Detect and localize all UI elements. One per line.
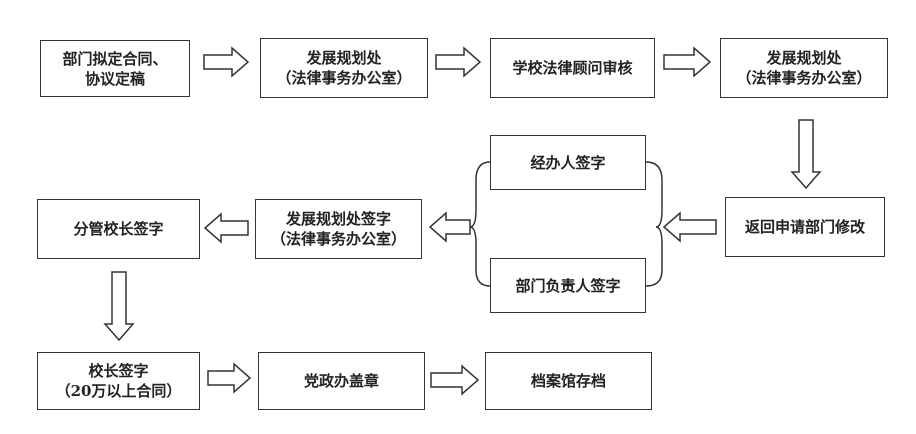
arrow-n3-n4 bbox=[663, 46, 712, 78]
arrow-branch-n8 bbox=[428, 211, 471, 243]
node-label: 经办人签字 bbox=[530, 153, 606, 172]
brace-right bbox=[645, 161, 663, 287]
arrow-n5-branch bbox=[662, 211, 717, 243]
node-n7: 部门负责人签字 bbox=[490, 258, 646, 313]
node-label: 部门负责人签字 bbox=[515, 276, 621, 295]
node-n9: 分管校长签字 bbox=[37, 199, 200, 259]
node-label: 分管校长签字 bbox=[73, 220, 164, 238]
node-n3: 学校法律顾问审核 bbox=[490, 38, 655, 98]
node-label: 发展规划处签字 bbox=[285, 210, 391, 228]
node-label: （20万以上合同） bbox=[55, 382, 182, 400]
node-label: 党政办盖章 bbox=[303, 372, 379, 390]
node-label: （法律事务办公室） bbox=[736, 69, 872, 87]
node-label: 校长签字 bbox=[88, 362, 149, 380]
node-label: （法律事务办公室） bbox=[276, 69, 412, 87]
node-label: 发展规划处 bbox=[306, 49, 382, 67]
node-n12: 档案馆存档 bbox=[485, 352, 652, 410]
brace-left bbox=[469, 161, 491, 287]
node-n6: 经办人签字 bbox=[490, 135, 646, 190]
arrow-n9-n10 bbox=[103, 271, 135, 342]
node-label: 发展规划处 bbox=[766, 49, 842, 67]
node-label: 部门拟定合同、 bbox=[62, 49, 168, 68]
node-n11: 党政办盖章 bbox=[258, 352, 425, 410]
arrow-n2-n3 bbox=[435, 46, 482, 78]
node-label: 学校法律顾问审核 bbox=[512, 59, 633, 77]
node-label: （法律事务办公室） bbox=[270, 230, 406, 248]
node-label: 档案馆存档 bbox=[530, 372, 606, 390]
arrow-n1-n2 bbox=[203, 46, 250, 78]
node-label: 协议定稿 bbox=[84, 69, 145, 88]
arrow-n10-n11 bbox=[207, 362, 252, 394]
arrow-n4-n5 bbox=[790, 119, 822, 190]
node-label: 返回申请部门修改 bbox=[744, 218, 865, 236]
node-n2: 发展规划处 （法律事务办公室） bbox=[260, 38, 428, 98]
node-n5: 返回申请部门修改 bbox=[725, 197, 885, 257]
arrow-n11-n12 bbox=[430, 364, 480, 396]
node-n1: 部门拟定合同、协议定稿 bbox=[40, 40, 190, 97]
node-n10: 校长签字 （20万以上合同） bbox=[37, 352, 200, 410]
node-n8: 发展规划处签字 （法律事务办公室） bbox=[255, 199, 422, 259]
node-n4: 发展规划处 （法律事务办公室） bbox=[720, 38, 888, 98]
arrow-n8-n9 bbox=[203, 212, 249, 244]
